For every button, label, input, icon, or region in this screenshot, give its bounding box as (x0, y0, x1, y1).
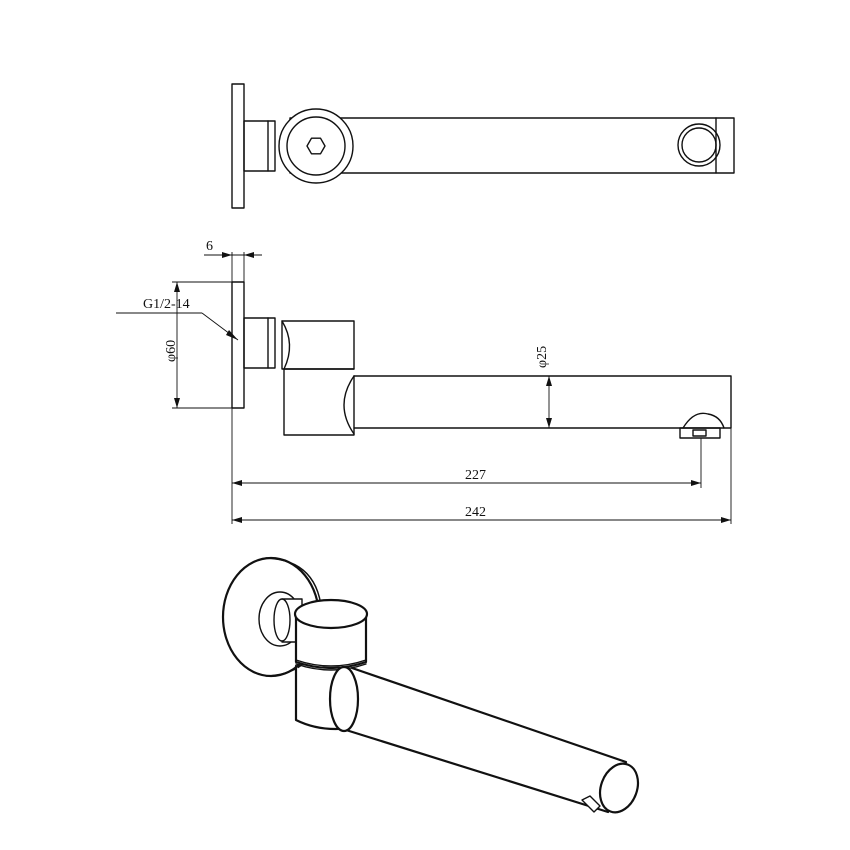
perspective-outlet (581, 795, 601, 813)
side-view-body-curve (281, 320, 291, 370)
top-view-hex-socket (306, 137, 326, 155)
perspective-spout-tip (598, 762, 640, 814)
dim-outlet-reach-label: 227 (465, 468, 486, 483)
top-view-flange (231, 83, 245, 209)
side-view-flange (231, 281, 245, 409)
dim-flange-diameter-label: φ60 (164, 340, 179, 362)
perspective-body-band2 (295, 663, 367, 671)
top-view-connector (243, 120, 276, 172)
dim-flange-thickness-label: 6 (206, 239, 213, 254)
side-view-outlet-nozzle (692, 429, 707, 437)
perspective-spout (344, 666, 628, 814)
dim-spout-diameter-label: φ25 (535, 346, 550, 368)
side-view-body-upper (281, 320, 355, 370)
top-view (231, 83, 735, 209)
dim-overall-length-label: 242 (465, 505, 486, 520)
top-view-swivel-inner (286, 116, 346, 176)
perspective-body-band (295, 659, 367, 667)
top-view-spout-body (289, 117, 735, 174)
perspective-connector-end (273, 598, 291, 642)
side-view: 6 G1/2-14 φ60 φ25 (116, 239, 732, 524)
dim-flange-diameter: φ60 (164, 281, 232, 409)
dim-outlet-reach: 227 (231, 408, 702, 524)
side-view-outlet-tip (679, 427, 721, 439)
top-view-outlet-outer (677, 123, 721, 167)
dim-spout-diameter: φ25 (535, 346, 582, 429)
dim-thread: G1/2-14 (116, 297, 239, 341)
side-view-spout-curve (343, 375, 355, 435)
dim-overall-length: 242 (232, 428, 732, 524)
side-view-connector (243, 317, 276, 369)
side-view-outlet (682, 412, 725, 429)
perspective-view (221, 556, 640, 814)
side-view-spout (353, 375, 732, 429)
perspective-body-upper (294, 614, 368, 670)
dim-flange-thickness: 6 (204, 239, 262, 282)
dim-thread-label: G1/2-14 (143, 297, 190, 312)
perspective-spout-root (328, 665, 360, 733)
perspective-body-top (293, 598, 369, 630)
side-view-body-lower (283, 368, 355, 436)
top-view-outlet-inner (681, 127, 717, 163)
